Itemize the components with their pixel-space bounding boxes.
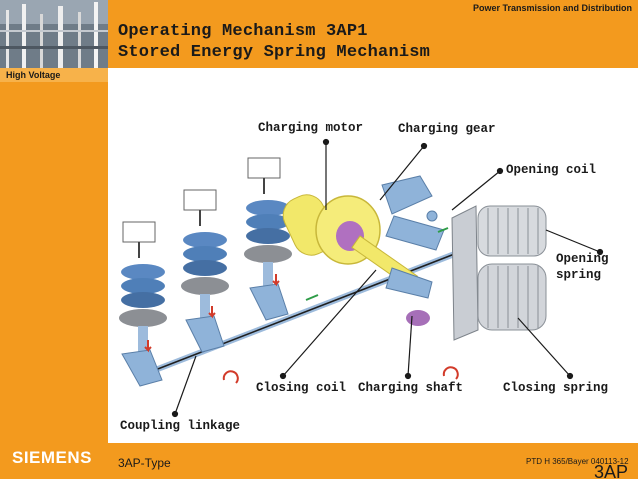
mechanism-frame — [451, 205, 479, 341]
header-photo — [0, 0, 108, 68]
top-band: Power Transmission and Distribution — [108, 0, 638, 17]
page-title: Operating Mechanism 3AP1 — [118, 22, 368, 41]
label-opening-coil: Opening coil — [506, 163, 597, 177]
closing-spring-graphic — [477, 263, 547, 331]
label-charging-motor: Charging motor — [258, 121, 364, 135]
pole-unit-1 — [119, 221, 167, 387]
pole-unit-3 — [244, 157, 292, 321]
charging-motor-assembly — [282, 194, 419, 289]
mechanism-linkages — [381, 175, 445, 326]
bottom-band — [108, 443, 638, 479]
title-area: Operating Mechanism 3AP1 Stored Energy S… — [108, 17, 638, 68]
siemens-logo: SIEMENS — [12, 448, 93, 467]
label-closing-spring: Closing spring — [503, 381, 609, 395]
footer-corner-text: 3AP — [594, 462, 629, 482]
label-opening-spring-line1: Opening — [556, 252, 609, 266]
motion-arrows — [144, 227, 459, 384]
page-subtitle: Stored Energy Spring Mechanism — [118, 43, 431, 62]
callout-leaders — [171, 138, 604, 418]
label-opening-spring-line2: spring — [556, 268, 602, 282]
division-label: Power Transmission and Distribution — [472, 3, 632, 13]
footer-document-id: PTD H 365/Bayer 040113-12 — [526, 457, 629, 466]
label-charging-gear: Charging gear — [398, 122, 496, 136]
footer-type-label: 3AP-Type — [118, 456, 171, 470]
section-label: High Voltage — [0, 68, 108, 82]
opening-spring-graphic — [477, 205, 547, 257]
pole-unit-2 — [181, 189, 229, 353]
label-charging-shaft: Charging shaft — [358, 381, 464, 395]
label-closing-coil: Closing coil — [256, 381, 347, 395]
label-coupling-linkage: Coupling linkage — [120, 419, 241, 433]
